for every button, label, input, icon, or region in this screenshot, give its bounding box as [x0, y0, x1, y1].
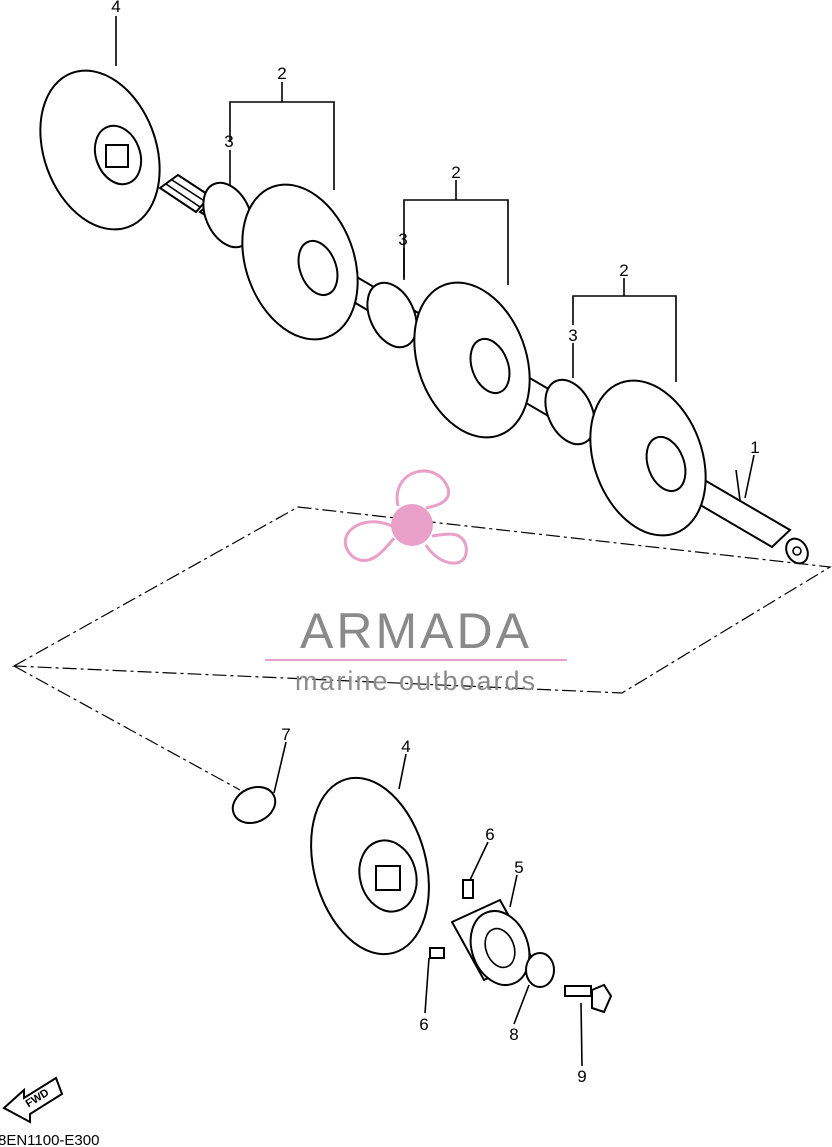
- bearing-housing: [450, 898, 534, 986]
- sprocket-wheels: [39, 69, 707, 956]
- callout-6: 6: [485, 825, 494, 844]
- callout-8: 8: [509, 1025, 518, 1044]
- callout-7: 7: [281, 725, 290, 744]
- callout-1: 1: [750, 438, 759, 457]
- drawing-code: 8EN1100-E300: [0, 1132, 99, 1147]
- clip: [231, 786, 277, 824]
- sprocket-end-bottom: [310, 776, 430, 956]
- watermark-tagline: marine outboards: [295, 666, 537, 696]
- brand-logo: [343, 469, 468, 565]
- bolt: [564, 983, 613, 1014]
- screws: [429, 879, 474, 959]
- callout-3: 3: [224, 132, 233, 151]
- callout-6: 6: [419, 1015, 428, 1034]
- callout-4: 4: [401, 737, 410, 756]
- callout-9: 9: [577, 1067, 586, 1086]
- assembly-outline: [11, 506, 832, 791]
- washer: [525, 952, 555, 988]
- callout-2: 2: [277, 64, 286, 83]
- callout-3: 3: [398, 230, 407, 249]
- collars: [202, 181, 596, 446]
- callout-2: 2: [451, 163, 460, 182]
- sprocket-2: [413, 281, 531, 439]
- leader-lines: [115, 16, 755, 1067]
- callout-5: 5: [514, 858, 523, 877]
- fwd-arrow-icon: FWD: [2, 1076, 64, 1124]
- watermark-brand: ARMADA: [300, 603, 532, 659]
- sprocket-end-top: [39, 69, 161, 231]
- sprocket-3: [589, 379, 707, 537]
- callout-2: 2: [619, 261, 628, 280]
- sprocket-1: [241, 183, 359, 341]
- callout-4: 4: [111, 0, 120, 16]
- callout-3: 3: [568, 326, 577, 345]
